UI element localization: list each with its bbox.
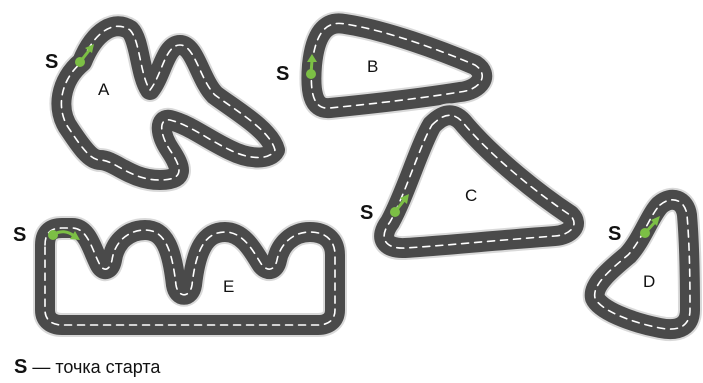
- start-label-d: S: [608, 223, 621, 245]
- start-label-a: S: [45, 51, 58, 73]
- track-label-b: B: [367, 57, 378, 76]
- track-c: S C: [360, 115, 574, 248]
- start-label-e: S: [13, 224, 26, 246]
- track-b: S B: [276, 23, 482, 108]
- start-label-b: S: [276, 63, 289, 85]
- track-label-c: C: [465, 186, 477, 205]
- start-label-c: S: [360, 202, 373, 224]
- track-label-e: E: [223, 277, 234, 296]
- track-a: S A: [45, 26, 275, 180]
- track-e: S E: [13, 224, 335, 325]
- legend: S — точка старта: [14, 356, 160, 379]
- legend-text: — точка старта: [32, 357, 160, 377]
- track-label-d: D: [643, 272, 655, 291]
- track-label-a: A: [98, 80, 110, 99]
- track-d: S D: [595, 200, 690, 329]
- legend-symbol: S: [14, 356, 27, 378]
